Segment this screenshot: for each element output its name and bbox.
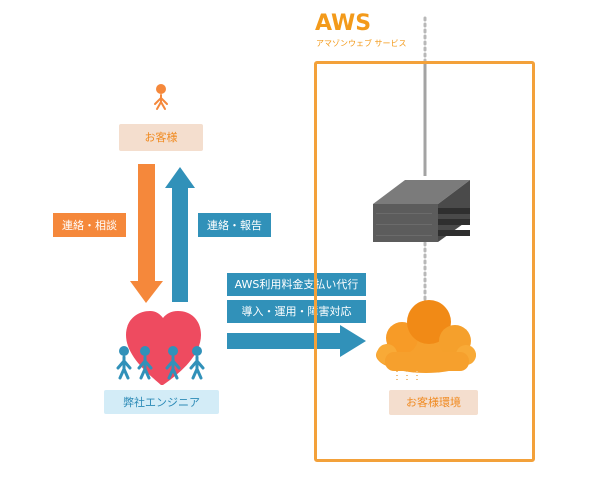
aws-subtitle: アマゾンウェブ サービス bbox=[316, 39, 407, 48]
operations-service-label: 導入・運用・障害対応 bbox=[227, 300, 366, 323]
customer-to-engineers-arrow bbox=[130, 164, 163, 303]
cloud-icon bbox=[376, 300, 476, 381]
aws-boundary-box bbox=[314, 61, 535, 462]
contact-report-label: 連絡・報告 bbox=[198, 213, 271, 237]
customer-person-icon bbox=[154, 84, 168, 110]
engineers-to-customer-arrow bbox=[165, 167, 195, 302]
aws-title: AWS bbox=[315, 11, 372, 36]
engineers-label: 弊社エンジニア bbox=[104, 390, 219, 414]
server-icon bbox=[373, 180, 470, 242]
engineers-to-aws-arrow bbox=[227, 325, 366, 357]
customer-label: お客様 bbox=[119, 124, 203, 151]
engineers-heart-icon bbox=[116, 311, 205, 385]
contact-consult-label: 連絡・相談 bbox=[53, 213, 126, 237]
customer-environment-label: お客様環境 bbox=[389, 390, 478, 415]
payment-service-label: AWS利用料金支払い代行 bbox=[227, 273, 366, 296]
